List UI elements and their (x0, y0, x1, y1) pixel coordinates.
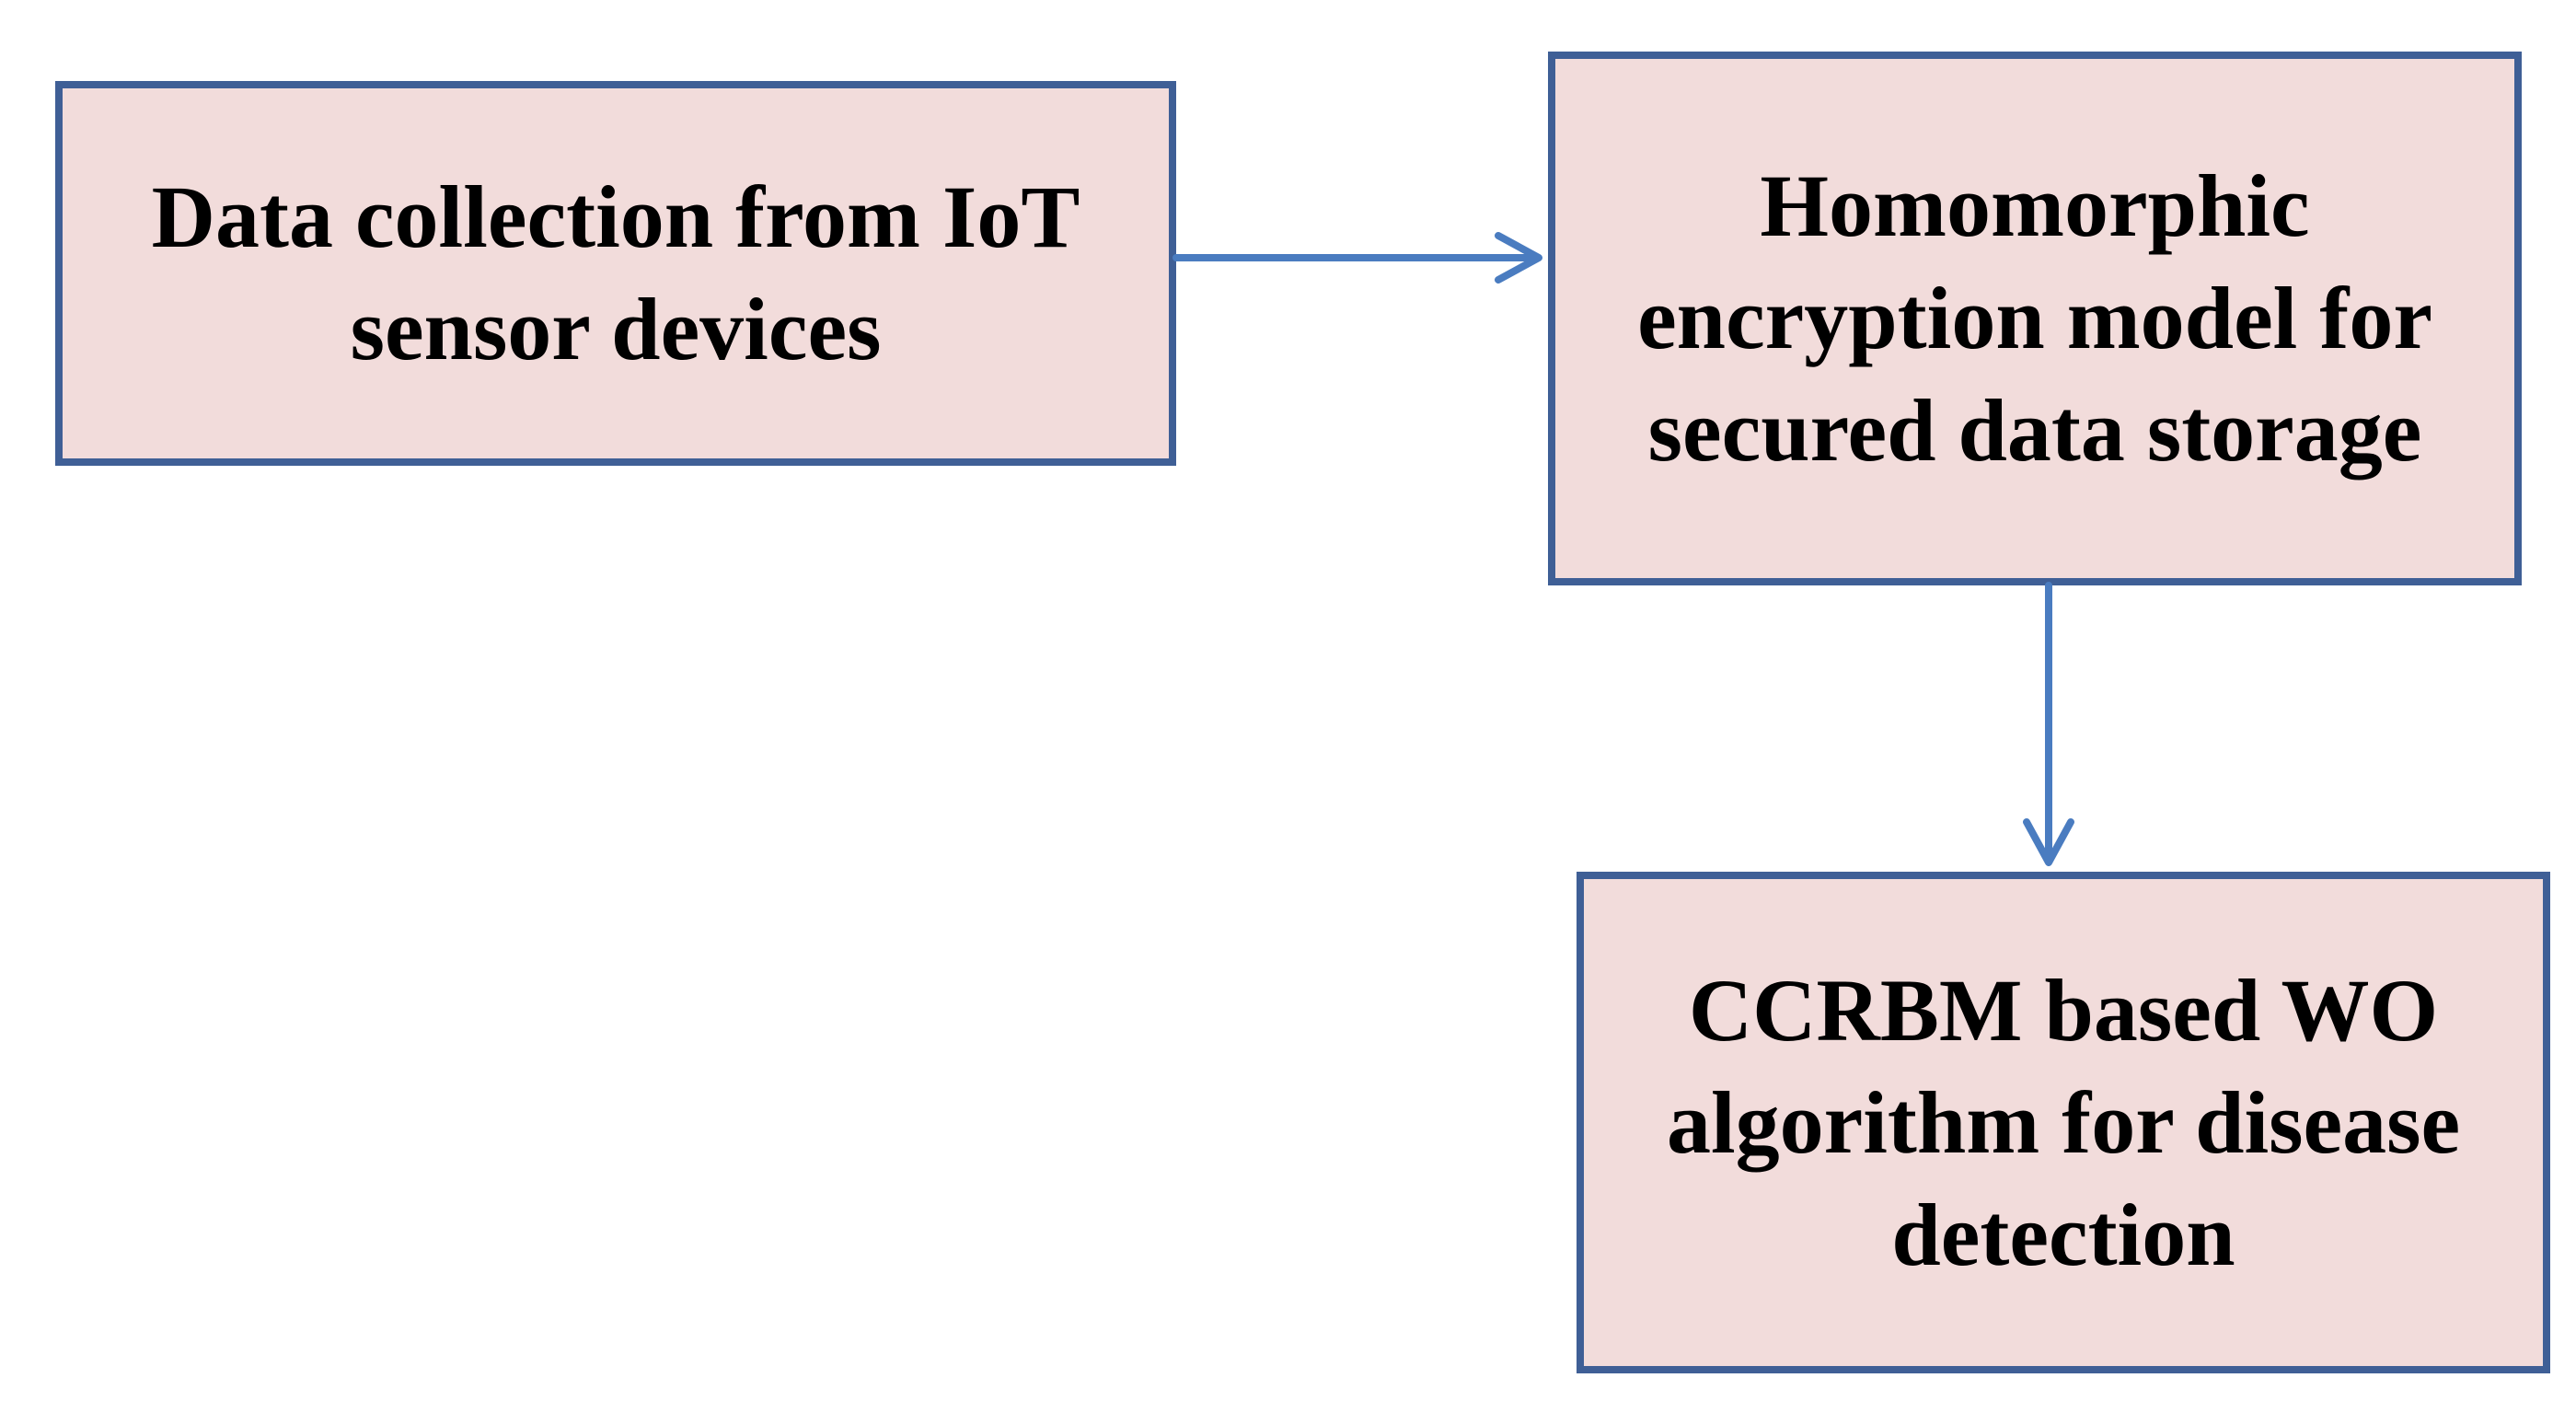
arrow-encryption-to-detection (2023, 582, 2074, 866)
encryption-box: Homomorphic encryption model for secured… (1548, 52, 2522, 585)
collection-label: Data collection from IoT sensor devices (151, 168, 1080, 378)
arrow-head (1495, 232, 1542, 284)
detection-label: CCRBM based WO algorithm for disease det… (1666, 960, 2461, 1284)
encryption-label: Homomorphic encryption model for secured… (1637, 156, 2432, 480)
detection-box: CCRBM based WO algorithm for disease det… (1577, 872, 2550, 1373)
arrow-head (2023, 818, 2074, 866)
arrow-collection-to-encryption (1172, 232, 1542, 284)
collection-box: Data collection from IoT sensor devices (55, 81, 1176, 466)
